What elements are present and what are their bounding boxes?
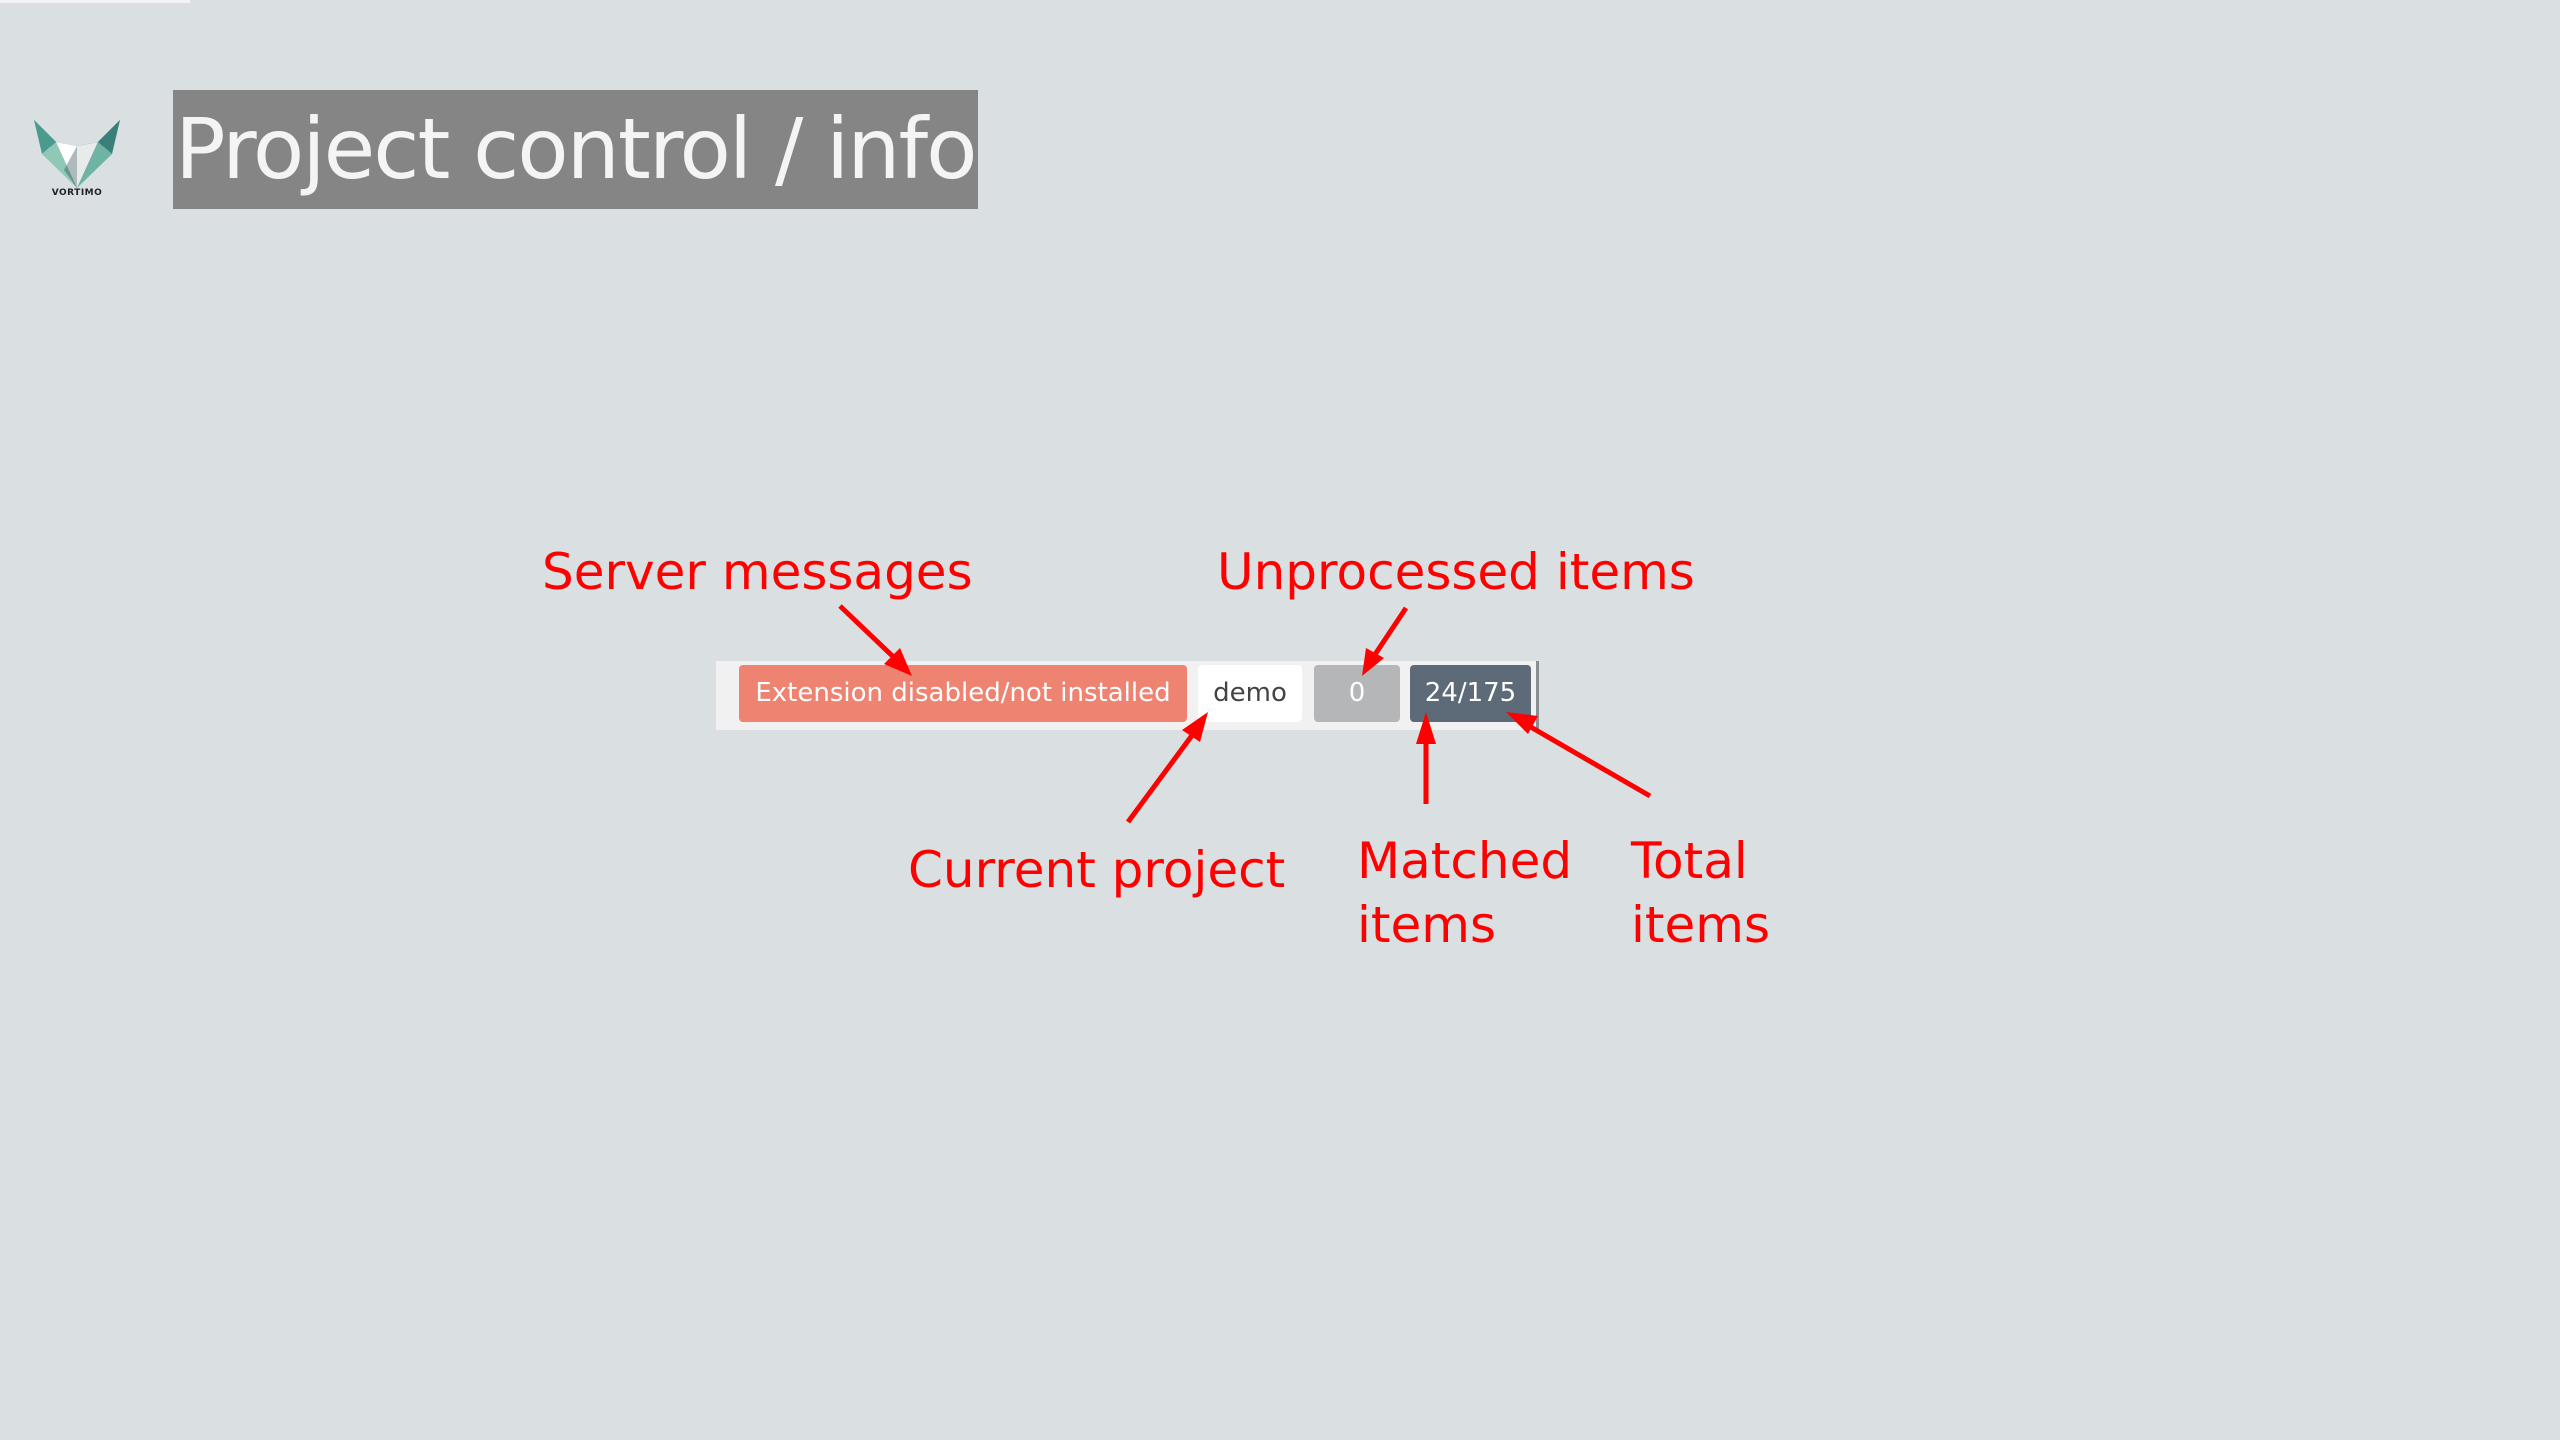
annotation-total-items-line1: Total [1631, 832, 1748, 890]
annotation-current-project: Current project [908, 841, 1286, 899]
annotation-total-items-line2: items [1631, 896, 1771, 954]
arrow-server-messages [838, 604, 906, 669]
project-status-bar: Extension disabled/not installed demo 0 … [716, 661, 1539, 730]
logo: VORTIMO [34, 114, 120, 202]
annotation-matched-items-line2: items [1357, 896, 1497, 954]
annotation-matched-items-line1: Matched [1357, 832, 1573, 890]
annotation-unprocessed-items: Unprocessed items [1217, 543, 1695, 601]
arrow-unprocessed-items [1367, 606, 1409, 664]
server-message-badge[interactable]: Extension disabled/not installed [739, 665, 1187, 722]
annotation-server-messages: Server messages [542, 543, 973, 601]
logo-wordmark: VORTIMO [51, 188, 103, 198]
top-edge-strip [0, 0, 190, 3]
arrow-total-items [1520, 719, 1652, 799]
arrow-current-project [1125, 728, 1199, 824]
unprocessed-items-badge[interactable]: 0 [1314, 665, 1400, 722]
current-project-badge[interactable]: demo [1198, 665, 1302, 722]
page-title: Project control / info [173, 90, 978, 209]
vortimo-fox-logo-icon [34, 120, 120, 188]
matched-total-items-badge[interactable]: 24/175 [1410, 665, 1531, 722]
